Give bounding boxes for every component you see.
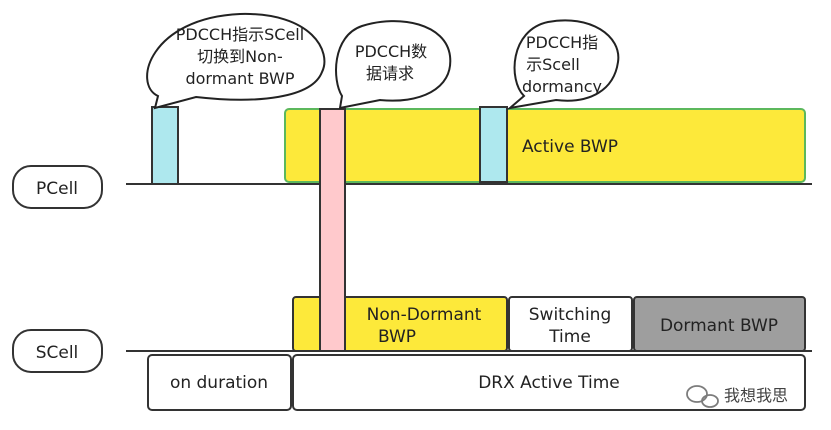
bubble-dormancy-line3: dormancy bbox=[522, 77, 602, 96]
dormant-bwp-block: Dormant BWP bbox=[633, 296, 806, 352]
bubble-pdcch-data-request: PDCCH数 据请求 bbox=[335, 20, 452, 110]
bubble-dormancy-line1: PDCCH指 bbox=[526, 33, 598, 52]
bubble-switch-line2: 切换到Non- bbox=[197, 47, 283, 66]
bubble-switch-line1: PDCCH指示SCell bbox=[176, 25, 304, 44]
pdcch-marker-switch bbox=[151, 106, 179, 185]
scell-label: SCell bbox=[36, 343, 79, 363]
on-duration-label: on duration bbox=[170, 373, 268, 393]
active-bwp-block: Active BWP bbox=[284, 108, 806, 183]
switching-time-line2: Time bbox=[548, 327, 591, 347]
pcell-label: PCell bbox=[36, 179, 78, 199]
bubble-dormancy-line2: 示Scell bbox=[526, 55, 580, 74]
bubble-switch-line3: dormant BWP bbox=[185, 69, 294, 88]
watermark: 我想我思 bbox=[686, 385, 788, 408]
bubble-data-request-line2: 据请求 bbox=[366, 64, 414, 83]
bubble-pdcch-scell-switch: PDCCH指示SCell 切换到Non- dormant BWP bbox=[146, 12, 326, 110]
on-duration-box: on duration bbox=[147, 354, 292, 411]
pdcch-data-request-bar bbox=[319, 108, 346, 352]
scell-label-box: SCell bbox=[12, 329, 103, 373]
bubble-pdcch-scell-dormancy: PDCCH指 示Scell dormancy bbox=[506, 19, 620, 110]
dormant-bwp-label: Dormant BWP bbox=[660, 316, 778, 336]
pdcch-marker-dormancy bbox=[479, 106, 508, 183]
switching-time-block: Switching Time bbox=[508, 296, 633, 352]
active-bwp-label: Active BWP bbox=[522, 137, 618, 157]
wechat-icon bbox=[686, 385, 719, 408]
drx-active-time-box: DRX Active Time bbox=[292, 354, 806, 411]
non-dormant-bwp-block: Non-Dormant BWP bbox=[292, 296, 508, 352]
non-dormant-bwp-line2: BWP bbox=[378, 327, 416, 347]
switching-time-line1: Switching bbox=[529, 305, 612, 325]
non-dormant-bwp-line1: Non-Dormant bbox=[367, 305, 482, 325]
bubble-data-request-line1: PDCCH数 bbox=[355, 42, 427, 61]
watermark-text: 我想我思 bbox=[724, 386, 788, 405]
pcell-label-box: PCell bbox=[12, 165, 103, 209]
drx-active-time-label: DRX Active Time bbox=[478, 373, 620, 393]
